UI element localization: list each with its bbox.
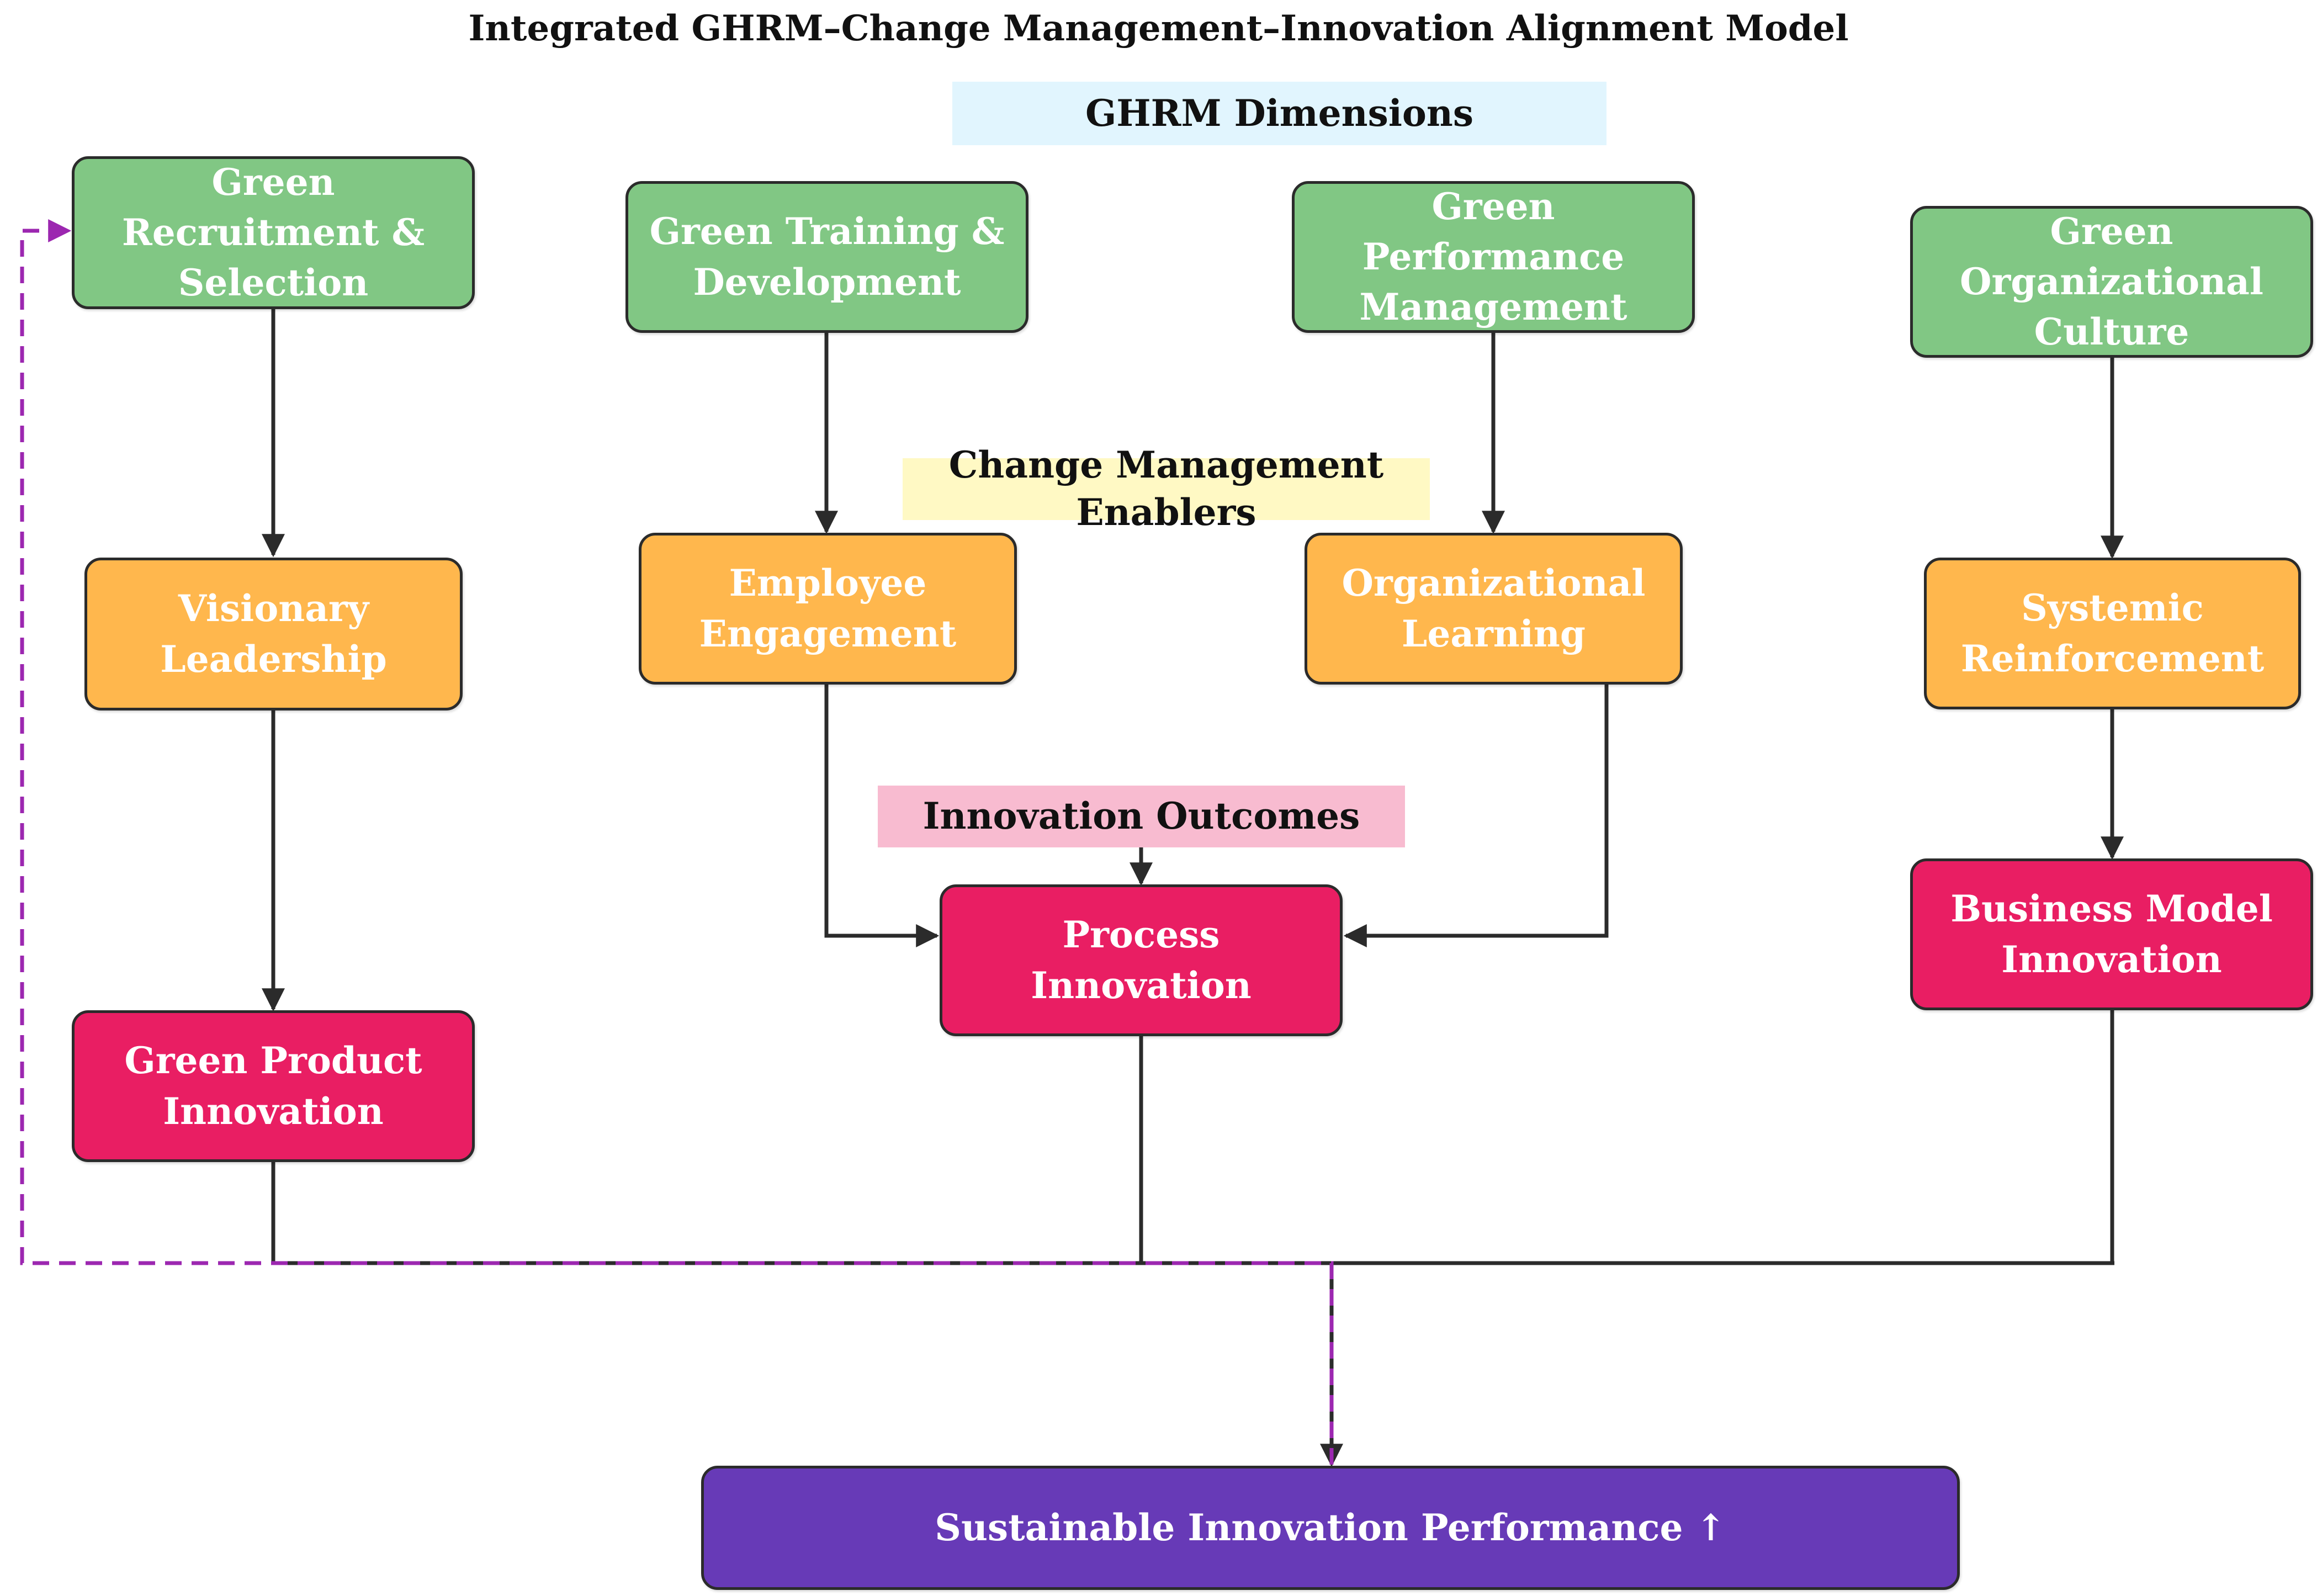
- node-green-recruitment-label: Green Recruitment & Selection: [121, 160, 425, 305]
- node-employee-engagement-label: Employee Engagement: [699, 561, 957, 655]
- node-green-training[interactable]: Green Training & Development: [625, 181, 1028, 333]
- diagram-title: Integrated GHRM–Change Management–Innova…: [468, 8, 1849, 49]
- node-process-innovation[interactable]: Process Innovation: [940, 884, 1343, 1036]
- node-business-model-innovation[interactable]: Business Model Innovation: [1910, 858, 2313, 1010]
- node-green-performance-label: Green Performance Management: [1359, 184, 1627, 329]
- node-sustainable-innovation-performance[interactable]: Sustainable Innovation Performance ↑: [701, 1466, 1960, 1590]
- edge-engagement-process: [824, 685, 940, 947]
- node-systemic-reinforcement[interactable]: Systemic Reinforcement: [1924, 558, 2301, 709]
- innovation-outcomes-band: Innovation Outcomes: [878, 786, 1405, 847]
- node-green-performance[interactable]: Green Performance Management: [1292, 181, 1695, 333]
- change-management-label: Change Management Enablers: [948, 443, 1384, 534]
- node-green-training-label: Green Training & Development: [649, 210, 1005, 304]
- edge-learning-process: [1343, 685, 1609, 947]
- node-business-model-innovation-label: Business Model Innovation: [1950, 887, 2273, 981]
- ghrm-dimensions-label: GHRM Dimensions: [1085, 91, 1474, 135]
- edge-product-merge: [271, 1162, 2114, 1265]
- node-green-recruitment[interactable]: Green Recruitment & Selection: [72, 156, 475, 309]
- node-process-innovation-label: Process Innovation: [1031, 913, 1252, 1007]
- node-visionary-leadership-label: Visionary Leadership: [160, 587, 387, 681]
- node-green-culture[interactable]: Green Organizational Culture: [1910, 206, 2313, 358]
- node-systemic-reinforcement-label: Systemic Reinforcement: [1960, 586, 2265, 680]
- node-visionary-leadership[interactable]: Visionary Leadership: [84, 558, 463, 710]
- ghrm-dimensions-band: GHRM Dimensions: [952, 82, 1606, 145]
- node-green-product-innovation[interactable]: Green Product Innovation: [72, 1010, 475, 1162]
- change-management-band: Change Management Enablers: [903, 443, 1430, 534]
- innovation-outcomes-label: Innovation Outcomes: [922, 794, 1360, 838]
- node-green-product-innovation-label: Green Product Innovation: [124, 1039, 422, 1133]
- node-organizational-learning-label: Organizational Learning: [1342, 561, 1646, 655]
- feedback-loop-line: [20, 219, 1334, 1465]
- node-organizational-learning[interactable]: Organizational Learning: [1305, 533, 1683, 685]
- node-employee-engagement[interactable]: Employee Engagement: [639, 533, 1017, 685]
- node-sustainable-innovation-performance-label: Sustainable Innovation Performance ↑: [935, 1505, 1726, 1549]
- node-green-culture-label: Green Organizational Culture: [1960, 209, 2263, 354]
